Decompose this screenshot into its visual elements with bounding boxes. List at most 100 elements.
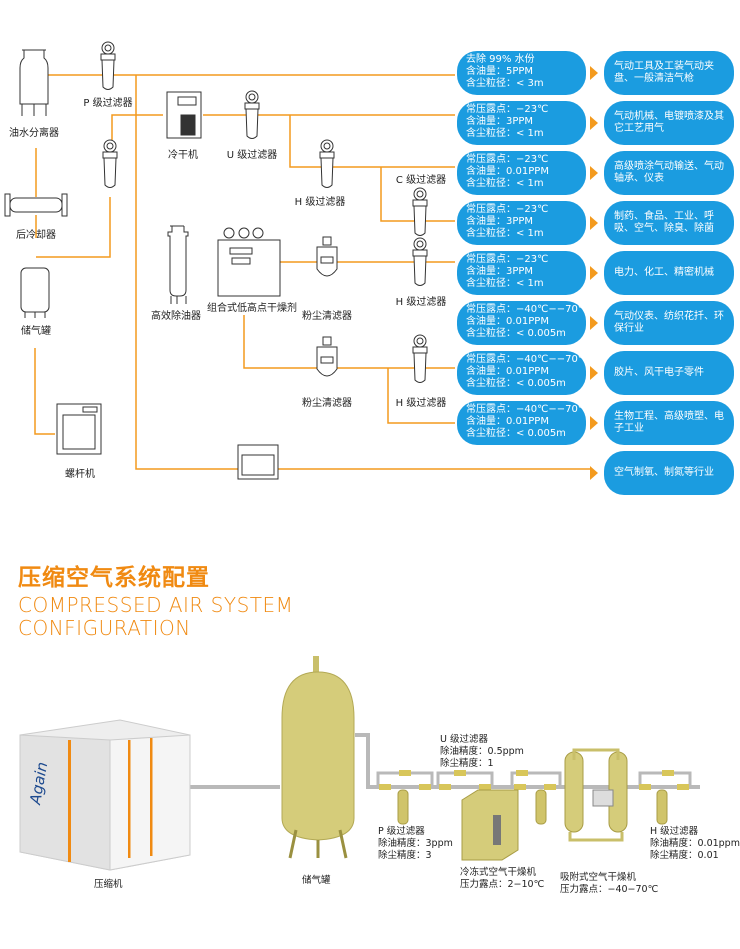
label-c-filter: C 级过滤器: [395, 175, 447, 186]
spec-line: 含尘粒径：< 0.005m: [466, 378, 566, 389]
filters-illustration: [379, 770, 689, 825]
application-box: 气动仪表、纺织花扦、环保行业: [604, 301, 734, 345]
application-box: 气动工具及工装气动夹盘、一般清洁气枪: [604, 51, 734, 95]
arrow-right-icon: [590, 466, 598, 480]
spec-line: 常压露点：−40℃−−70℃: [466, 304, 590, 315]
spec-line: 含尘粒径：< 0.005m: [466, 328, 566, 339]
pipe-lines: [34, 74, 590, 470]
section-title-en-1: COMPRESSED AIR SYSTEM: [18, 593, 294, 617]
adsorption-dryer-illustration: [564, 748, 628, 842]
filter-icon: [319, 139, 335, 188]
filter-icon: [100, 41, 116, 90]
application-text: 气动仪表、纺织花扦、环保行业: [614, 311, 724, 334]
u-filter-oil: 除油精度：0.5ppm: [440, 746, 524, 757]
p-filter-dust: 除尘精度：3: [378, 850, 432, 861]
section-title-en-2: CONFIGURATION: [18, 616, 191, 640]
arrow-right-icon: [590, 116, 598, 130]
filter-icon: [412, 334, 428, 383]
arrow-right-icon: [590, 66, 598, 80]
adsorb-dryer-title: 吸附式空气干燥机: [560, 872, 637, 883]
application-text: 胶片、风干电子零件: [614, 367, 704, 378]
label-dust-filter-1: 粉尘清滤器: [302, 311, 352, 322]
application-text: 气动机械、电镀喷漆及其它工艺用气: [614, 111, 724, 134]
label-h-filter-2: H 级过滤器: [395, 297, 447, 308]
h-filter-title: H 级过滤器: [650, 826, 699, 837]
spec-line: 含油量：5PPM: [466, 66, 534, 77]
oil-remover-icon: [167, 225, 189, 304]
spec-line: 常压露点：−40℃−−70℃: [466, 354, 590, 365]
spec-line: 含尘粒径：< 1m: [466, 178, 544, 189]
spec-line: 含尘粒径：< 1m: [466, 228, 544, 239]
section-title-cn: 压缩空气系统配置: [18, 565, 210, 591]
h-filter-spec: H 级过滤器 除油精度：0.01ppm 除尘精度：0.01: [650, 826, 740, 862]
spec-line: 常压露点：−23℃: [466, 204, 549, 215]
refrig-dryer-dewpoint: 压力露点：2−10℃: [460, 879, 545, 890]
application-box: 生物工程、高级喷塑、电子工业: [604, 401, 734, 445]
tank-label: 储气罐: [302, 875, 331, 886]
label-h-filter-3: H 级过滤器: [395, 398, 447, 409]
filter-icon: [412, 187, 428, 236]
adsorb-dryer-spec: 吸附式空气干燥机 压力露点：−40−70℃: [560, 872, 658, 896]
refrigerated-dryer-illustration: [461, 789, 519, 861]
application-text: 生物工程、高级喷塑、电子工业: [614, 411, 724, 434]
application-box: 高级喷涂气动输送、气动轴承、仪表: [604, 151, 734, 195]
label-h-filter-1: H 级过滤器: [294, 197, 346, 208]
screw-compressor-icon: [56, 403, 102, 455]
application-box: 空气制氧、制氮等行业: [604, 451, 734, 495]
arrow-right-icon: [590, 416, 598, 430]
p-filter-title: P 级过滤器: [378, 826, 425, 837]
p-filter-oil: 除油精度：3ppm: [378, 838, 453, 849]
tank-icon: [20, 267, 50, 318]
application-text: 气动工具及工装气动夹盘、一般清洁气枪: [614, 61, 714, 84]
spec-line: 常压露点：−23℃: [466, 254, 549, 265]
label-tank: 储气罐: [21, 326, 51, 337]
compressor-illustration: Again: [19, 719, 191, 871]
aftercooler-icon: [4, 193, 68, 217]
spec-line: 去除 99% 水份: [466, 54, 535, 65]
dust-filter-icon: [316, 336, 338, 377]
spec-line: 含尘粒径：< 3m: [466, 78, 544, 89]
application-box: 制药、食品、工业、呼吸、空气、除臭、除菌: [604, 201, 734, 245]
u-filter-dust: 除尘精度：1: [440, 758, 494, 769]
spec-line: 常压露点：−23℃: [466, 154, 549, 165]
spec-line: 含油量：3PPM: [466, 266, 534, 277]
arrow-right-icon: [590, 216, 598, 230]
label-desiccant-dryer: 组合式低高点干燥剂: [207, 303, 297, 314]
label-separator: 油水分离器: [9, 128, 59, 139]
u-filter-spec: U 级过滤器 除油精度：0.5ppm 除尘精度：1: [440, 734, 524, 770]
h-filter-dust: 除尘精度：0.01: [650, 850, 719, 861]
application-box: 胶片、风干电子零件: [604, 351, 734, 395]
filter-icon: [102, 139, 118, 188]
nitrogen-generator-icon: [237, 444, 279, 480]
separator-icon: [19, 49, 49, 116]
label-oil-remover: 高效除油器: [151, 311, 201, 322]
compressor-label: 压缩机: [94, 879, 123, 890]
spec-line: 常压露点：−23℃: [466, 104, 549, 115]
filter-icon: [412, 237, 428, 286]
label-aftercooler: 后冷却器: [16, 230, 56, 241]
spec-line: 含油量：3PPM: [466, 116, 534, 127]
spec-line: 含油量：0.01PPM: [466, 166, 549, 177]
label-dust-filter-2: 粉尘清滤器: [302, 398, 352, 409]
tank-illustration: [281, 656, 355, 859]
arrow-right-icon: [590, 266, 598, 280]
filter-icon: [244, 90, 260, 139]
cold-dryer-icon: [166, 91, 202, 139]
arrow-right-icon: [590, 166, 598, 180]
spec-line: 含油量：0.01PPM: [466, 316, 549, 327]
refrig-dryer-title: 冷冻式空气干燥机: [460, 867, 537, 878]
u-filter-title: U 级过滤器: [440, 734, 488, 745]
spec-line: 含尘粒径：< 0.005m: [466, 428, 566, 439]
spec-line: 常压露点：−40℃−−70℃: [466, 404, 590, 415]
h-filter-oil: 除油精度：0.01ppm: [650, 838, 740, 849]
label-screw-compressor: 螺杆机: [65, 469, 95, 480]
p-filter-spec: P 级过滤器 除油精度：3ppm 除尘精度：3: [378, 826, 453, 862]
